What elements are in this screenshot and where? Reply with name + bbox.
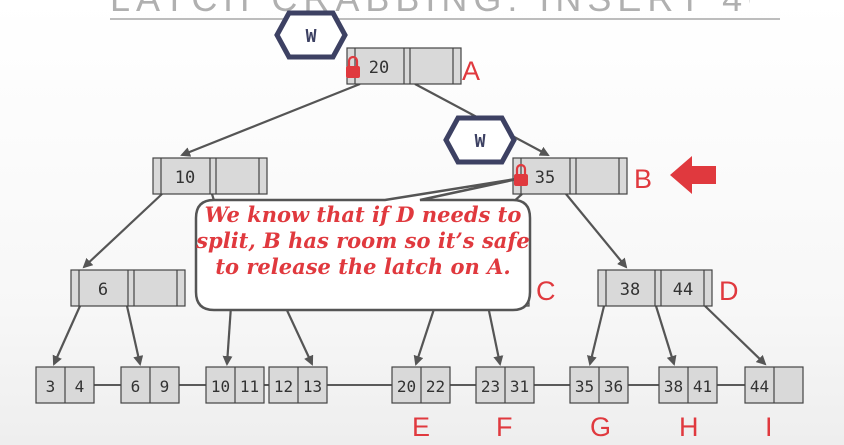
edge-D-leafH [654, 305, 677, 366]
leaf-9-key-1: 44 [750, 377, 769, 396]
node-D: 38 44 [597, 269, 713, 307]
red-pointer-arrow-icon [670, 156, 716, 194]
node-B-key-1: 35 [535, 168, 555, 188]
edge-A-left [180, 82, 361, 157]
lock-icon-B-body [514, 174, 528, 186]
callout-line-2: split, B has room so it’s safe [196, 228, 530, 253]
leaf-7: 35 36 [569, 366, 629, 404]
latch-B: W [443, 115, 517, 165]
node-l2a: 6 [70, 269, 186, 307]
leaf-2-key-2: 9 [160, 377, 170, 396]
edge-C-leafE [413, 305, 437, 366]
node-left-key-1: 10 [175, 168, 195, 188]
node-l2a-key-1: 6 [98, 280, 108, 300]
lock-icon-A-shackle [347, 55, 359, 66]
leaf-3-key-1: 10 [211, 377, 230, 396]
node-labels: A B C D E F G H I [412, 56, 773, 442]
label-B: B [634, 164, 652, 194]
label-leaf-H: H [679, 412, 699, 442]
node-left: 10 [152, 157, 268, 195]
edge-mid-leaf4 [284, 305, 314, 366]
latches: WW [274, 10, 716, 194]
label-D: D [719, 276, 739, 306]
callout-line-3: to release the latch on A. [215, 254, 511, 279]
latch-B-label: W [475, 131, 486, 152]
leaf-6: 23 31 [475, 366, 535, 404]
leaf-4-key-2: 13 [303, 377, 322, 396]
callout-line-1: We know that if D needs to [204, 202, 522, 227]
edge-left-6 [82, 193, 163, 269]
leaf-3: 10 11 [205, 366, 265, 404]
latch-A: W [274, 10, 348, 60]
leaf-6-key-1: 23 [481, 377, 500, 396]
leaf-3-key-2: 11 [240, 377, 259, 396]
callout-bubble [194, 176, 532, 312]
edge-6-leaf2 [125, 305, 144, 366]
lock-icon-B-shackle [515, 163, 527, 174]
lock-icon-A-body [346, 66, 360, 78]
edge-D-leafI [704, 305, 767, 366]
node-D-key-1: 38 [620, 280, 640, 300]
leaf-8: 38 41 [658, 366, 718, 404]
title-rule [110, 18, 780, 20]
callout-outline [194, 176, 532, 312]
label-A: A [462, 56, 480, 86]
latch-A-hex [274, 10, 348, 60]
edge-D-leafG [587, 305, 606, 366]
edge-6-leaf1 [52, 305, 82, 366]
leaf-7-key-2: 36 [604, 377, 623, 396]
node-A-key-1: 20 [369, 58, 389, 78]
leaf-8-key-2: 41 [693, 377, 712, 396]
edge-mid-leaf3 [222, 305, 233, 366]
label-leaf-F: F [496, 412, 513, 442]
node-A: 20 [346, 47, 462, 85]
lock-icon-B [514, 163, 528, 186]
latch-A-label: W [306, 26, 317, 47]
callout-text: We know that if D needs to split, B has … [196, 202, 530, 280]
leaf-5-key-1: 20 [397, 377, 416, 396]
leaf-6-key-2: 31 [510, 377, 529, 396]
label-leaf-I: I [765, 412, 773, 442]
edge-C-leafF [486, 305, 504, 366]
leaf-1-key-2: 4 [75, 377, 85, 396]
label-leaf-G: G [590, 412, 611, 442]
node-D-key-2: 44 [673, 280, 693, 300]
leaf-5-key-2: 22 [426, 377, 445, 396]
leaf-4-key-1: 12 [274, 377, 293, 396]
slide-title: LATCH CRABBING: INSERT 40 [110, 0, 750, 18]
leaf-8-key-1: 38 [664, 377, 683, 396]
edge-B-D [565, 193, 628, 269]
lock-icon-A [346, 55, 360, 78]
leaf-7-key-1: 35 [575, 377, 594, 396]
label-leaf-E: E [412, 412, 430, 442]
leaf-9: 44 [744, 366, 804, 404]
latch-B-hex [443, 115, 517, 165]
leaf-1-key-1: 3 [46, 377, 56, 396]
leaf-4: 12 13 [268, 366, 328, 404]
leaf-2-key-1: 6 [131, 377, 141, 396]
label-C: C [536, 276, 556, 306]
node-B: 35 [512, 157, 628, 195]
